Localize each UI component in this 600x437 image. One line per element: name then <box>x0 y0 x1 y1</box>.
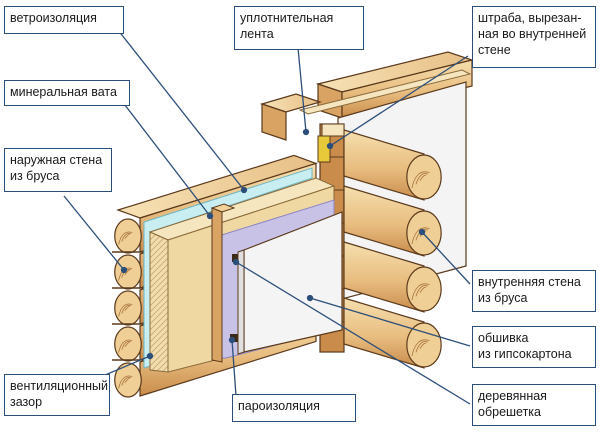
label-outer-wall: наружная стена из бруса <box>4 148 112 192</box>
inner-wall-log <box>343 297 442 369</box>
log-end-grain <box>406 266 442 312</box>
log-end-grain <box>406 154 442 200</box>
label-drywall: обшивка из гипсокартона <box>472 326 596 368</box>
leader-drywall <box>309 297 471 347</box>
label-vent-gap: вентиляционный зазор <box>4 374 110 416</box>
log-end-grain <box>114 218 142 254</box>
leader-sealing-tape <box>297 47 307 133</box>
leader-battens <box>235 261 471 405</box>
label-groove: штраба, вырезан- ная во внутренней стене <box>472 6 596 68</box>
log-end-grain <box>406 322 442 368</box>
inner-wall-log <box>343 129 442 201</box>
label-battens: деревянная обрешетка <box>472 384 596 426</box>
leader-inner-wall <box>421 231 471 285</box>
sealing-tape <box>317 135 331 163</box>
inner-wall-log <box>343 241 442 313</box>
log-end-grain <box>114 254 142 290</box>
label-inner-wall: внутренняя стена из бруса <box>472 270 596 312</box>
log-end-grain <box>114 290 142 326</box>
label-sealing-tape: уплотнительная лента <box>234 6 364 50</box>
leader-mineral-wool <box>117 95 211 217</box>
leader-groove <box>329 55 469 147</box>
log-end-grain <box>114 326 142 362</box>
label-vapor-barrier: пароизоляция <box>232 394 356 422</box>
leader-vapor-barrier <box>231 339 237 397</box>
outer-wall <box>112 154 343 398</box>
log-end-grain <box>114 362 142 398</box>
label-mineral-wool: минеральная вата <box>4 80 130 106</box>
label-wind-barrier: ветроизоляция <box>4 6 124 34</box>
leader-outer-wall <box>63 195 125 271</box>
leader-wind-barrier <box>117 29 245 191</box>
inner-wall-log <box>259 93 323 141</box>
